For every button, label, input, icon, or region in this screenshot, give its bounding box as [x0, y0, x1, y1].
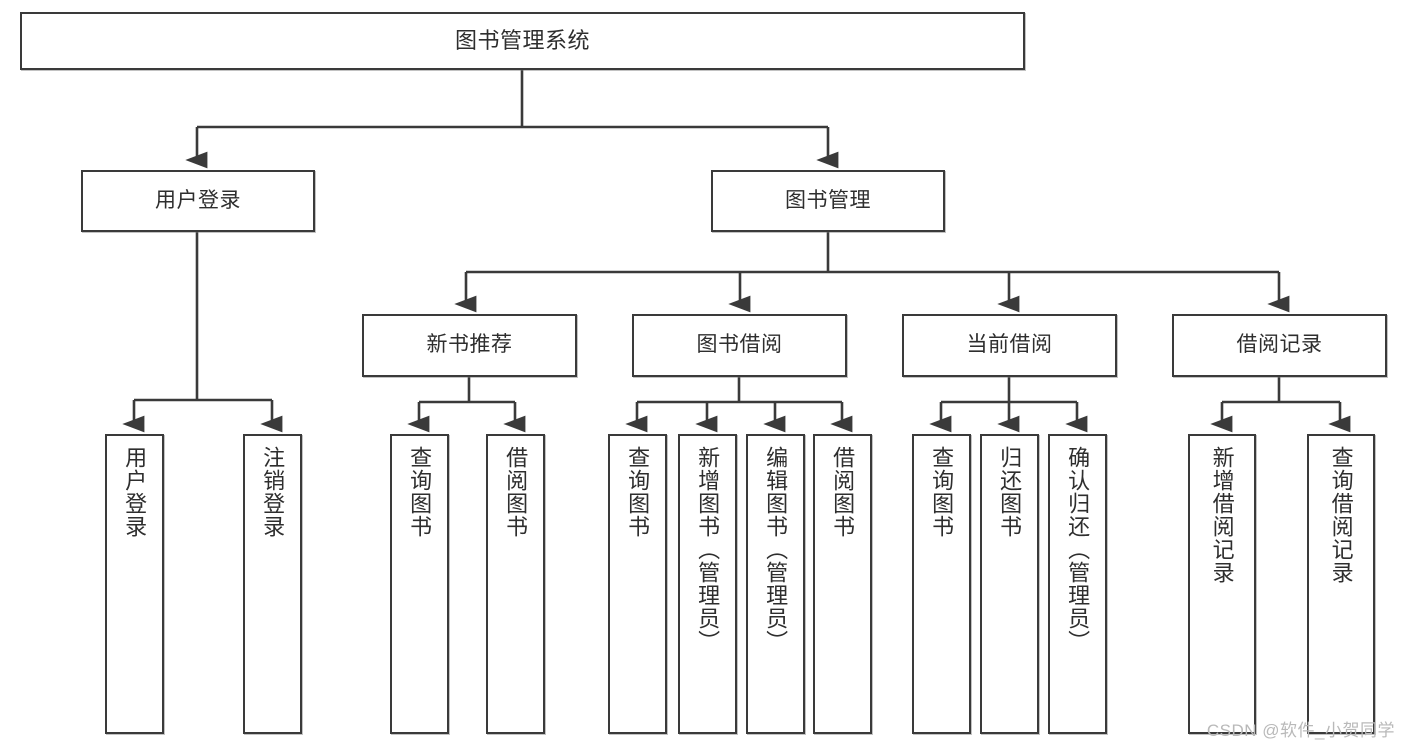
node-book-management[interactable]: 图书管理 — [711, 170, 945, 232]
leaf-node[interactable]: 查询借阅记录 — [1307, 434, 1375, 734]
leaf-node[interactable]: 借阅图书 — [486, 434, 545, 734]
node-label: 查询图书 — [625, 446, 651, 538]
node-label: 注销登录 — [260, 446, 286, 538]
node-label: 查询图书 — [407, 446, 433, 538]
leaf-node[interactable]: 归还图书 — [980, 434, 1039, 734]
node-user-login[interactable]: 用户登录 — [81, 170, 315, 232]
leaf-node[interactable]: 新增图书（管理员） — [678, 434, 737, 734]
node-label: 新书推荐 — [426, 333, 513, 357]
leaf-node[interactable]: 注销登录 — [243, 434, 302, 734]
node-label: 用户登录 — [122, 446, 148, 538]
node-label: 查询借阅记录 — [1328, 446, 1354, 584]
node-label: 借阅图书 — [503, 446, 529, 538]
leaf-node[interactable]: 用户登录 — [105, 434, 164, 734]
node-label: 当前借阅 — [966, 333, 1053, 357]
leaf-node[interactable]: 新增借阅记录 — [1188, 434, 1256, 734]
node-current-borrow[interactable]: 当前借阅 — [902, 314, 1117, 377]
node-label: 图书借阅 — [696, 333, 783, 357]
node-label: 图书管理系统 — [454, 28, 590, 54]
node-label: 图书管理 — [785, 188, 871, 212]
node-root-system[interactable]: 图书管理系统 — [20, 12, 1025, 70]
leaf-node[interactable]: 查询图书 — [912, 434, 971, 734]
node-label: 查询图书 — [929, 446, 955, 538]
node-label: 借阅记录 — [1236, 333, 1323, 357]
node-label: 借阅图书 — [830, 446, 856, 538]
node-borrow-record[interactable]: 借阅记录 — [1172, 314, 1387, 377]
leaf-node[interactable]: 借阅图书 — [813, 434, 872, 734]
leaf-node[interactable]: 确认归还（管理员） — [1048, 434, 1107, 734]
node-label: 新增图书（管理员） — [695, 446, 721, 653]
node-label: 用户登录 — [155, 188, 241, 212]
leaf-node[interactable]: 查询图书 — [390, 434, 449, 734]
leaf-node[interactable]: 编辑图书（管理员） — [746, 434, 805, 734]
node-book-borrow[interactable]: 图书借阅 — [632, 314, 847, 377]
node-label: 归还图书 — [997, 446, 1023, 538]
node-label: 新增借阅记录 — [1209, 446, 1235, 584]
leaf-node[interactable]: 查询图书 — [608, 434, 667, 734]
node-label: 确认归还（管理员） — [1065, 446, 1091, 653]
node-new-book-recommend[interactable]: 新书推荐 — [362, 314, 577, 377]
node-label: 编辑图书（管理员） — [763, 446, 789, 653]
